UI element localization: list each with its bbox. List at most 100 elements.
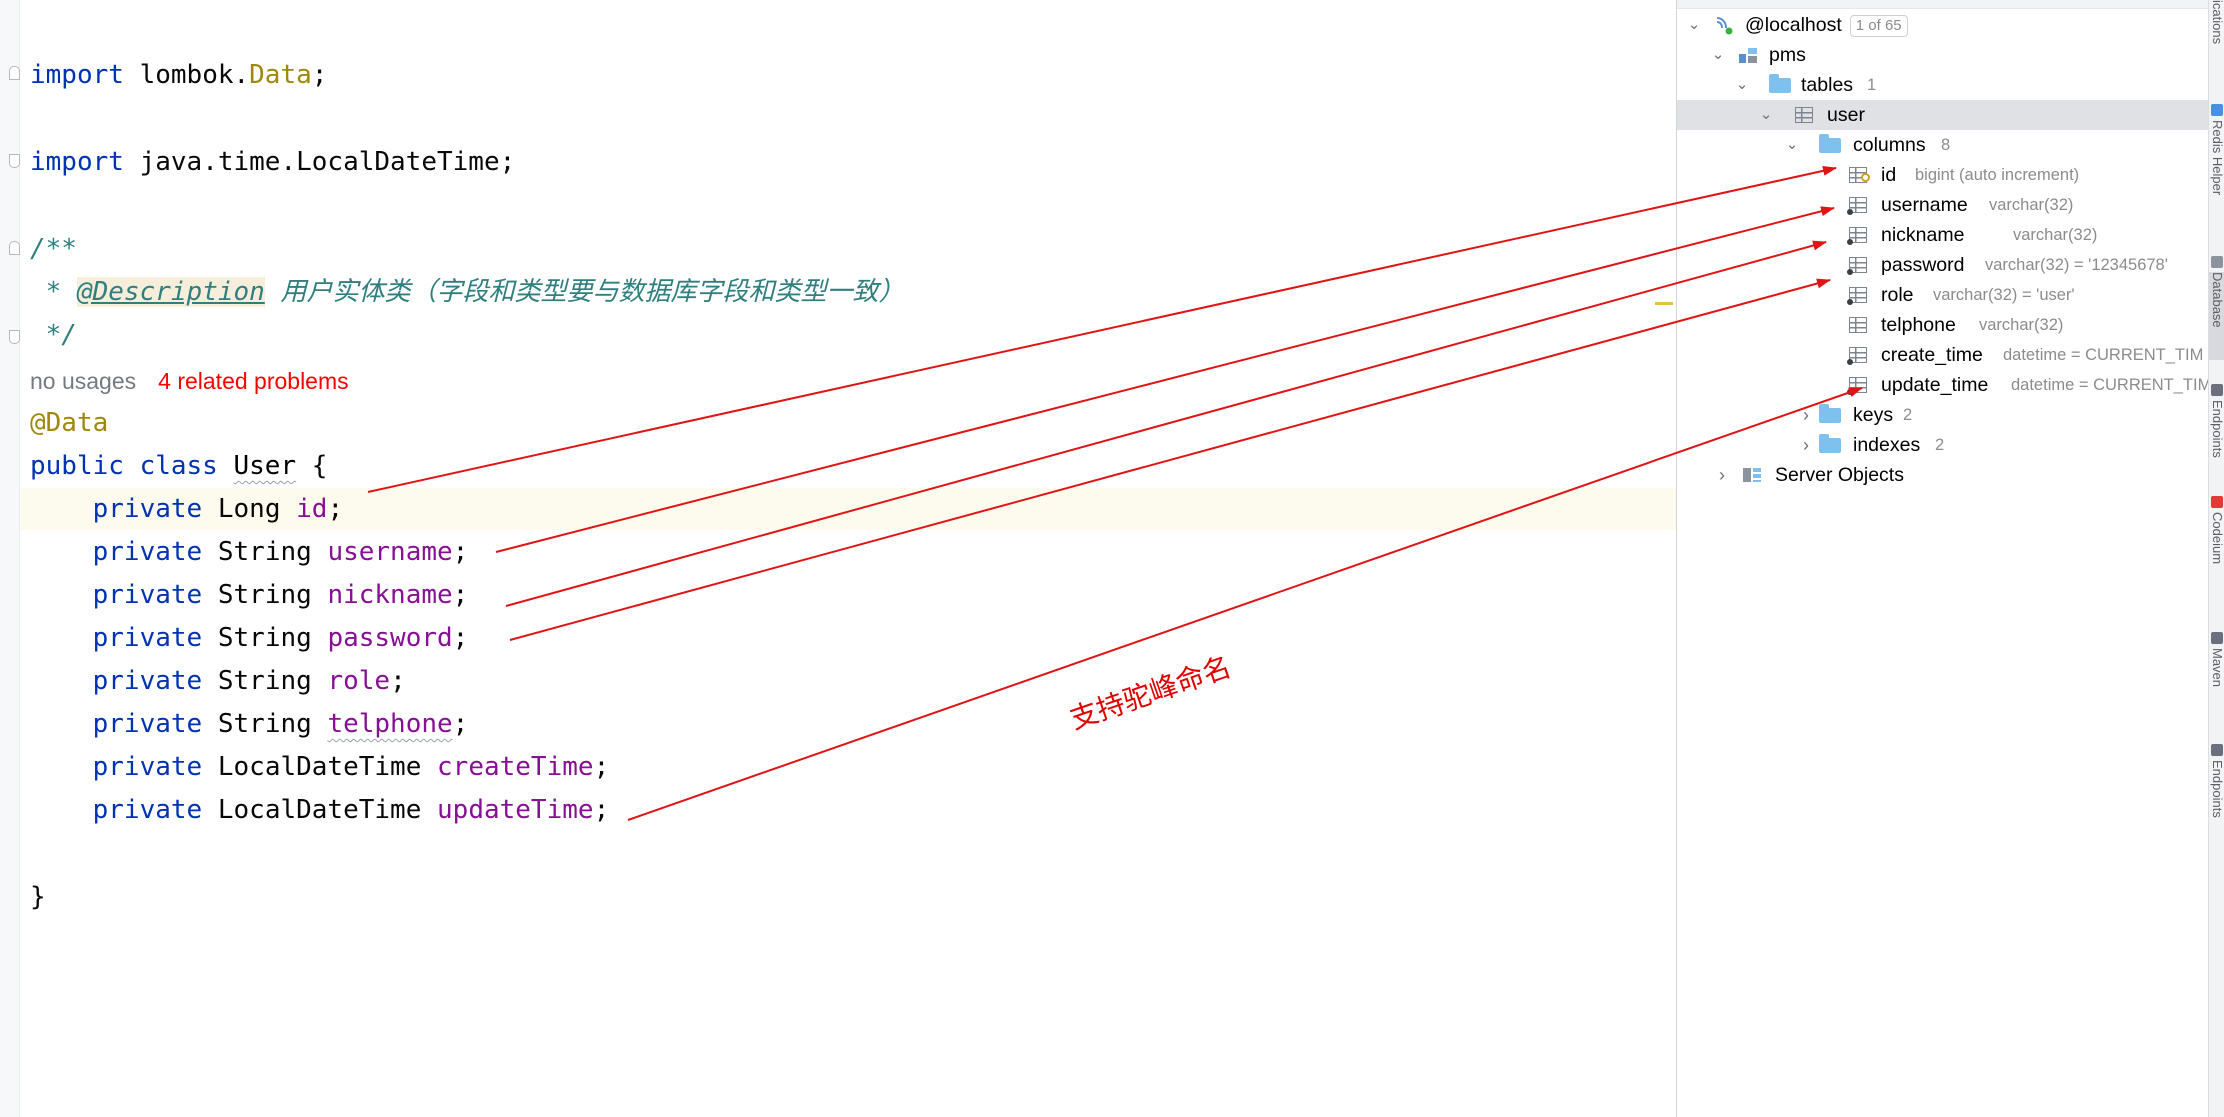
chevron-down-icon[interactable]: ⌄ [1759, 106, 1773, 123]
chevron-right-icon[interactable]: › [1803, 405, 1809, 425]
tool-window-notifications[interactable]: ications [2210, 0, 2224, 45]
fold-marker-icon[interactable] [9, 154, 20, 168]
usages-hint[interactable]: no usages [30, 368, 137, 394]
fold-marker-icon[interactable] [9, 330, 20, 344]
javadoc-star: * [30, 277, 77, 307]
column-name: password [1881, 254, 1965, 276]
folder-icon [1819, 434, 1841, 453]
import-lombok-line[interactable]: import lombok.Data; [30, 55, 327, 95]
class-keywords: public class [30, 451, 234, 481]
tree-node-pms[interactable]: ⌄ pms [1677, 40, 2209, 70]
redis-icon [2211, 104, 2223, 116]
field-line[interactable]: private LocalDateTime updateTime; [92, 795, 610, 825]
tables-label: tables [1801, 74, 1854, 96]
field-name: createTime [437, 752, 594, 782]
field-name: updateTime [437, 795, 594, 825]
tool-window-redis-helper[interactable]: Redis Helper [2210, 120, 2224, 196]
javadoc-close[interactable]: */ [30, 320, 77, 350]
server-objects-icon [1743, 468, 1761, 482]
javadoc-description-line[interactable]: * @Description 用户实体类（字段和类型要与数据库字段和类型一致） [30, 272, 904, 312]
field-type: String [217, 623, 312, 653]
tool-window-maven[interactable]: Maven [2210, 648, 2224, 688]
keys-label: keys [1853, 404, 1894, 426]
host-label: @localhost 1 of 65 [1745, 10, 1908, 40]
field-line[interactable]: private String role; [92, 666, 406, 696]
folder-icon [1769, 74, 1791, 93]
schema-count-badge[interactable]: 1 of 65 [1849, 14, 1908, 37]
column-type: datetime = CURRENT_TIM [2003, 346, 2204, 364]
indexes-count: 2 [1935, 436, 1945, 454]
fold-marker-icon[interactable] [9, 66, 20, 80]
import-time-line[interactable]: import java.time.LocalDateTime; [30, 142, 515, 182]
chevron-down-icon[interactable]: ⌄ [1785, 136, 1799, 153]
column-type: varchar(32) = 'user' [1933, 286, 2075, 304]
not-null-icon [1847, 299, 1853, 305]
field-name: nickname [327, 580, 453, 610]
panel-top-border [1677, 0, 2209, 9]
column-name: nickname [1881, 224, 1965, 246]
editor-gutter [0, 0, 20, 1117]
code-editor[interactable]: import lombok.Data; import java.time.Loc… [0, 0, 1676, 1117]
field-name: telphone [327, 709, 453, 739]
field-modifier: private [92, 795, 203, 825]
tool-window-endpoints-2[interactable]: Endpoints [2210, 760, 2224, 818]
field-type: LocalDateTime [217, 752, 422, 782]
chevron-down-icon[interactable]: ⌄ [1711, 46, 1725, 63]
tree-node-indexes[interactable]: › indexes 2 [1677, 430, 2209, 460]
column-item[interactable]: nickname varchar(32) [1677, 220, 2209, 250]
chevron-right-icon[interactable]: › [1803, 435, 1809, 455]
field-line[interactable]: private String password; [92, 623, 469, 653]
tool-window-codeium[interactable]: Codeium [2210, 512, 2224, 565]
column-item[interactable]: create_time datetime = CURRENT_TIM [1677, 340, 2209, 370]
tree-node-tables[interactable]: ⌄ tables 1 [1677, 70, 2209, 100]
closing-brace[interactable]: } [30, 882, 46, 912]
host-name: @localhost [1745, 14, 1842, 36]
tree-node-server-objects[interactable]: › Server Objects [1677, 460, 2209, 490]
column-icon [1849, 257, 1867, 273]
field-line[interactable]: private String username; [92, 537, 469, 567]
chevron-right-icon[interactable]: › [1719, 465, 1725, 485]
javadoc-open[interactable]: /** [30, 234, 77, 264]
field-type: Long [217, 494, 281, 524]
column-item[interactable]: username varchar(32) [1677, 190, 2209, 220]
fold-marker-icon[interactable] [9, 241, 20, 255]
field-name: id [296, 494, 328, 524]
warning-scroll-marker[interactable] [1655, 302, 1673, 305]
tree-node-keys[interactable]: › keys 2 [1677, 400, 2209, 430]
import-keyword: import [30, 60, 124, 90]
data-annotation-line[interactable]: @Data [30, 408, 109, 438]
chevron-down-icon[interactable]: ⌄ [1735, 76, 1749, 93]
field-line[interactable]: private String telphone; [92, 709, 469, 739]
column-type: datetime = CURRENT_TIM [2011, 376, 2212, 394]
column-item[interactable]: id bigint (auto increment) [1677, 160, 2209, 190]
field-line[interactable]: private Long id; [92, 494, 344, 524]
schema-name: pms [1769, 44, 1806, 66]
column-type: varchar(32) = '12345678' [1985, 256, 2168, 274]
related-problems-hint[interactable]: 4 related problems [158, 368, 349, 394]
column-item[interactable]: update_time datetime = CURRENT_TIM [1677, 370, 2212, 400]
column-item[interactable]: telphone varchar(32) [1677, 310, 2209, 340]
columns-label: columns [1853, 134, 1926, 156]
column-icon [1849, 347, 1867, 363]
tree-node-user-table[interactable]: ⌄ user [1677, 100, 2209, 130]
maven-icon [2211, 632, 2223, 644]
class-declaration-line[interactable]: public class User { [30, 446, 327, 486]
column-icon [1849, 287, 1867, 303]
column-item[interactable]: password varchar(32) = '12345678' [1677, 250, 2209, 280]
field-modifier: private [92, 580, 203, 610]
not-null-icon [1847, 359, 1853, 365]
tool-window-database[interactable]: Database [2209, 272, 2224, 360]
right-tool-window-strip[interactable]: ications Redis Helper Database Endpoints… [2208, 0, 2224, 1117]
database-tree-panel[interactable]: ⌄ @localhost 1 of 65 ⌄ pms ⌄ tables 1 ⌄ u… [1676, 0, 2212, 1117]
column-name: role [1881, 284, 1914, 306]
field-modifier: private [92, 752, 203, 782]
tree-node-localhost[interactable]: ⌄ @localhost 1 of 65 [1677, 10, 2209, 40]
field-modifier: private [92, 623, 203, 653]
tree-node-columns[interactable]: ⌄ columns 8 [1677, 130, 2209, 160]
column-item[interactable]: role varchar(32) = 'user' [1677, 280, 2209, 310]
field-line[interactable]: private LocalDateTime createTime; [92, 752, 610, 782]
import-path: java.time.LocalDateTime; [123, 147, 516, 177]
field-line[interactable]: private String nickname; [92, 580, 469, 610]
chevron-down-icon[interactable]: ⌄ [1687, 16, 1701, 33]
tool-window-endpoints[interactable]: Endpoints [2210, 400, 2224, 458]
